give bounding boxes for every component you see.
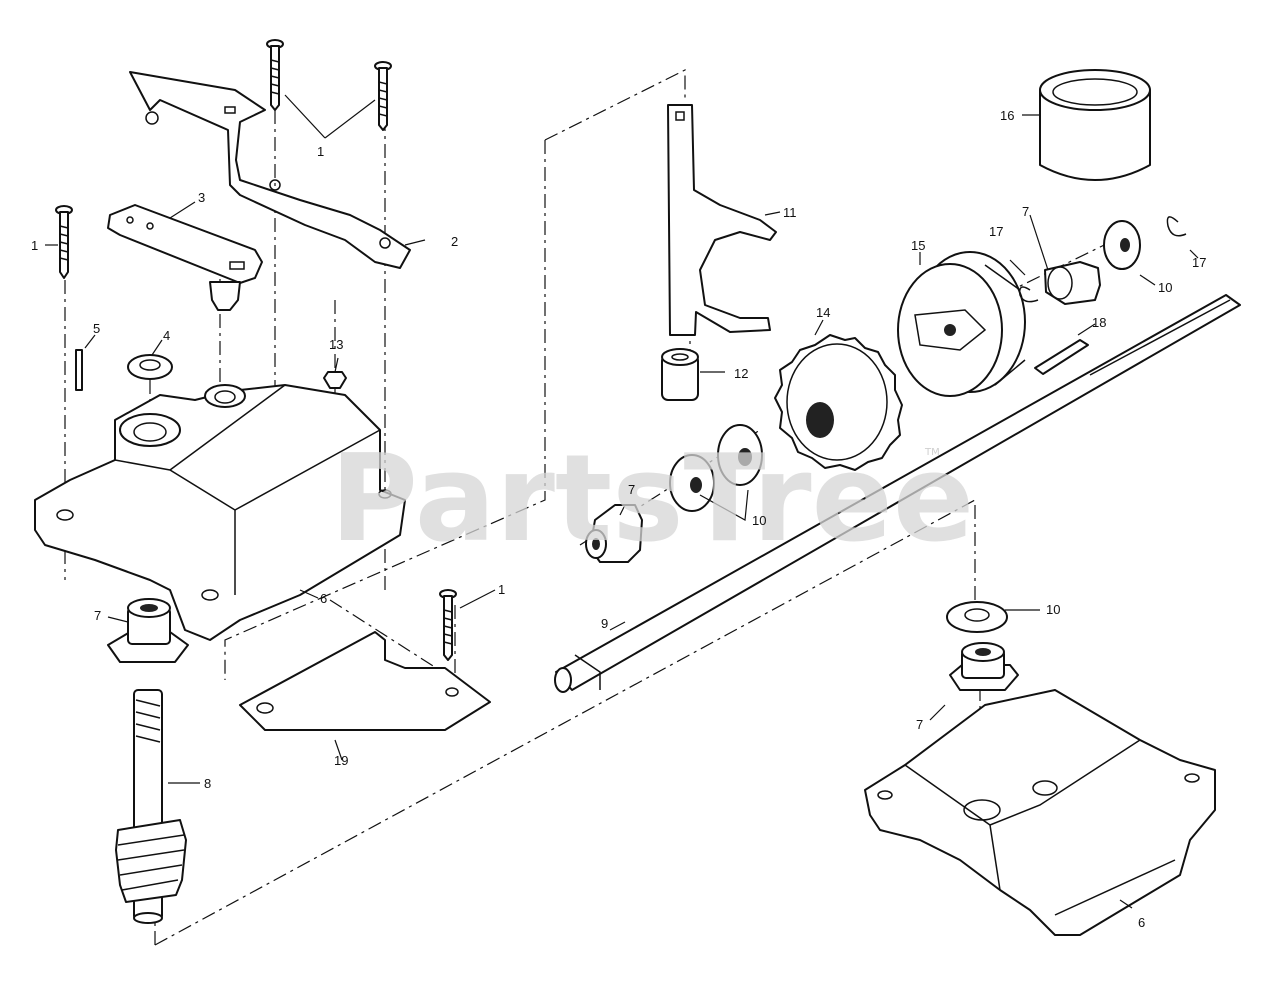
part-bracket bbox=[129, 71, 411, 269]
part-cup-16 bbox=[1039, 69, 1151, 181]
part-clip-17-a bbox=[1018, 286, 1039, 303]
callout-6-upper: 6 bbox=[320, 591, 327, 606]
part-worm-shaft bbox=[115, 689, 187, 924]
callout-4: 4 bbox=[163, 328, 170, 343]
part-clutch-15 bbox=[897, 251, 1026, 397]
part-sleeve-12 bbox=[661, 348, 699, 401]
part-axle bbox=[554, 294, 1241, 693]
part-plug-13 bbox=[323, 371, 347, 389]
callout-7-bottom: 7 bbox=[916, 717, 923, 732]
callout-10-middle: 10 bbox=[752, 513, 766, 528]
part-gear-14 bbox=[774, 334, 903, 471]
callout-labels: 1 1 1 2 3 4 5 6 6 7 7 7 7 8 9 10 10 10 1… bbox=[31, 108, 1206, 930]
part-housing-lower bbox=[864, 689, 1216, 936]
part-washer-10-bottom bbox=[946, 601, 1008, 633]
part-bushing-right bbox=[1044, 261, 1101, 305]
part-screw-left bbox=[55, 205, 73, 279]
part-pin-5 bbox=[75, 349, 83, 391]
part-shift-lever bbox=[107, 204, 263, 311]
callout-10-bottom: 10 bbox=[1046, 602, 1060, 617]
part-washer-10-a bbox=[717, 424, 763, 486]
callout-2: 2 bbox=[451, 234, 458, 249]
part-shift-fork bbox=[667, 104, 777, 336]
callout-10-right: 10 bbox=[1158, 280, 1172, 295]
part-washer-4 bbox=[127, 354, 173, 380]
part-screw-top-left bbox=[266, 39, 284, 111]
callout-1-bottom: 1 bbox=[498, 582, 505, 597]
callout-16: 16 bbox=[1000, 108, 1014, 123]
callout-17-right: 17 bbox=[1192, 255, 1206, 270]
watermark: PartsTree TM bbox=[330, 430, 974, 569]
part-housing-upper bbox=[34, 384, 406, 641]
callout-3: 3 bbox=[198, 190, 205, 205]
watermark-trademark: TM bbox=[924, 447, 940, 458]
part-plate-19 bbox=[239, 631, 491, 731]
callout-1-top: 1 bbox=[317, 144, 324, 159]
callout-9: 9 bbox=[601, 616, 608, 631]
callout-12: 12 bbox=[734, 366, 748, 381]
callout-6-lower: 6 bbox=[1138, 915, 1145, 930]
callout-18: 18 bbox=[1092, 315, 1106, 330]
callout-7-left: 7 bbox=[94, 608, 101, 623]
leader-lines bbox=[45, 94, 1199, 909]
part-screw-bottom bbox=[439, 589, 457, 661]
callout-17-left: 17 bbox=[989, 224, 1003, 239]
part-screw-top-right bbox=[374, 61, 392, 131]
callout-15: 15 bbox=[911, 238, 925, 253]
part-bushing-middle bbox=[585, 504, 643, 563]
part-bushing-left bbox=[107, 598, 189, 663]
part-bushing-bottom bbox=[949, 642, 1019, 691]
part-washer-10-right bbox=[1103, 220, 1141, 270]
callout-7-right: 7 bbox=[1022, 204, 1029, 219]
callout-14: 14 bbox=[816, 305, 830, 320]
callout-1-left: 1 bbox=[31, 238, 38, 253]
callout-8: 8 bbox=[204, 776, 211, 791]
part-key-18 bbox=[1034, 339, 1089, 375]
watermark-text: PartsTree bbox=[330, 430, 974, 569]
callout-7-middle: 7 bbox=[628, 482, 635, 497]
callout-5: 5 bbox=[93, 321, 100, 336]
callout-13: 13 bbox=[329, 337, 343, 352]
part-clip-17-b bbox=[1166, 216, 1187, 237]
callout-11: 11 bbox=[783, 205, 797, 220]
callout-19: 19 bbox=[334, 753, 348, 768]
